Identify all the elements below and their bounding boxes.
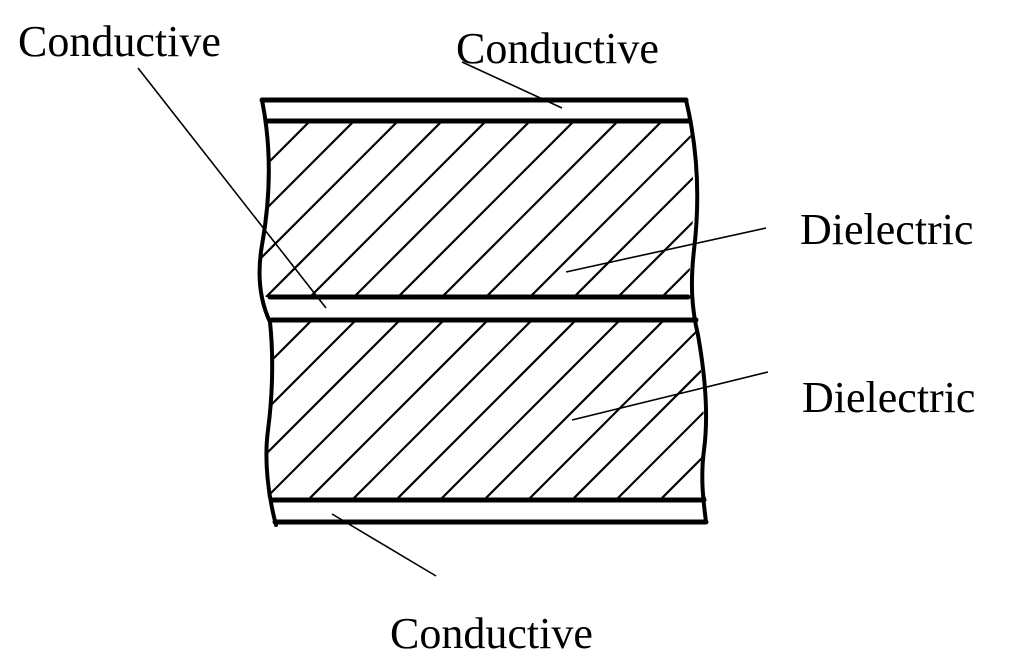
lower-hatch-line	[266, 320, 445, 500]
lower-hatch-line	[266, 320, 269, 500]
label-dielectric-upper: Dielectric	[800, 205, 973, 254]
label-dielectric-lower: Dielectric	[802, 373, 975, 422]
lower-hatch-line	[266, 320, 401, 500]
lower-hatch-line	[571, 320, 706, 500]
lower-hatch-line	[439, 320, 621, 500]
leader-dielectric-upper	[565, 227, 767, 273]
lower-dielectric-hatching	[266, 320, 706, 500]
upper-hatch-line	[529, 121, 694, 297]
leader-conductive-bottom	[331, 513, 437, 577]
upper-hatch-line	[573, 121, 694, 297]
upper-hatch-line	[397, 121, 575, 297]
lower-hatch-line	[351, 320, 533, 500]
lower-hatch-line	[395, 320, 577, 500]
upper-hatch-line	[258, 121, 311, 297]
label-conductive-top-left: Conductive	[18, 17, 221, 66]
leader-dielectric-lower	[571, 371, 769, 421]
label-conductive-top-right: Conductive	[456, 24, 659, 73]
leader-conductive-top-right	[461, 61, 563, 109]
lower-hatch-line	[266, 320, 313, 500]
right-edge-upper	[684, 98, 700, 337]
lower-hatch-line	[659, 320, 706, 500]
left-edge-upper	[257, 98, 272, 324]
lower-hatch-line	[266, 320, 357, 500]
upper-hatch-line	[441, 121, 619, 297]
upper-hatch-line	[617, 121, 694, 297]
upper-hatch-line	[353, 121, 531, 297]
upper-hatch-line	[258, 121, 267, 297]
label-conductive-bottom: Conductive	[390, 609, 593, 658]
leader-conductive-top-left	[137, 67, 327, 309]
lower-hatch-line	[615, 320, 706, 500]
upper-hatch-line	[258, 121, 399, 297]
lower-hatch-line	[307, 320, 489, 500]
left-edge-lower	[264, 320, 278, 527]
upper-hatch-line	[265, 121, 443, 297]
upper-hatch-line	[485, 121, 663, 297]
upper-dielectric-hatching	[258, 121, 694, 297]
lower-hatch-line	[527, 320, 706, 500]
upper-hatch-line	[309, 121, 487, 297]
lower-hatch-line	[483, 320, 665, 500]
right-edge-lower	[696, 333, 708, 524]
